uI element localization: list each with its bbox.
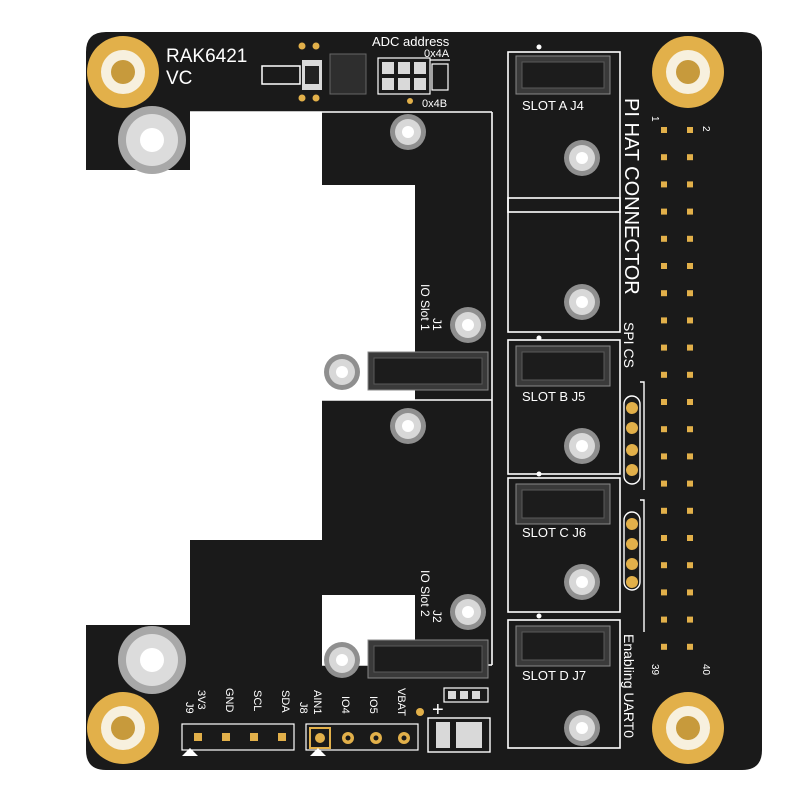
header-pin-pad — [687, 208, 693, 215]
adc-address-4b: 0x4B — [422, 98, 447, 110]
j8-pin-io5: IO5 — [367, 696, 379, 714]
header-pin-pad — [687, 507, 693, 514]
header-pin-39-label: 39 — [649, 664, 660, 676]
header-pin-pad — [661, 616, 667, 623]
header-pin-pad — [687, 344, 693, 351]
header-pin-pad — [687, 426, 693, 433]
small-standoffs — [324, 114, 600, 746]
slot-c-label: SLOT C J6 — [522, 525, 586, 540]
header-pin-pad — [687, 589, 693, 596]
adc-address-4a: 0x4A — [424, 48, 450, 60]
header-pin-2-label: 2 — [700, 126, 711, 132]
header-pin-pad — [687, 181, 693, 188]
header-pin-pad — [687, 643, 693, 650]
j9-ref-label: J9 — [183, 702, 195, 714]
j9-pin-3v3: 3V3 — [195, 690, 207, 710]
header-pin-pad — [661, 643, 667, 650]
header-pin-pad — [661, 290, 667, 297]
header-pin-pad — [661, 453, 667, 460]
header-pin-pad — [661, 562, 667, 569]
silkscreen-text: RAK6421 VC ADC address 0x4A 0x4B SLOT A … — [166, 34, 711, 738]
header-pin-pad — [687, 127, 693, 133]
header-pin-pad — [687, 290, 693, 297]
j8-pin-vbat: VBAT — [395, 688, 407, 716]
header-pin-pad — [687, 263, 693, 269]
header-pin-pad — [661, 208, 667, 215]
header-pin-pad — [687, 371, 693, 378]
header-pin-pad — [687, 235, 693, 242]
header-pin-pad — [661, 235, 667, 242]
header-pin-pad — [687, 453, 693, 460]
slot-b-connector — [515, 335, 611, 387]
board-subtitle: VC — [166, 68, 192, 89]
header-pin-pad — [661, 480, 667, 487]
j9-pin-sda: SDA — [279, 690, 291, 713]
header-pin-pad — [661, 399, 667, 405]
header-pin-pad — [661, 317, 667, 324]
j9-pin-scl: SCL — [251, 690, 263, 711]
header-pin-pad — [687, 616, 693, 623]
j8-ref-label: J8 — [297, 702, 309, 714]
header-pin-pad — [661, 507, 667, 514]
slot-d-label: SLOT D J7 — [522, 668, 586, 683]
header-pin-pad — [687, 562, 693, 569]
enabling-uart-label: Enabling UART0 — [621, 634, 637, 738]
header-pin-pad — [661, 426, 667, 433]
slot-b-label: SLOT B J5 — [522, 389, 585, 404]
slot-d-connector — [515, 613, 611, 667]
slot-c-connector — [515, 471, 611, 525]
header-pin-pad — [661, 371, 667, 378]
bottom-headers — [181, 687, 491, 756]
adc-components — [261, 42, 450, 104]
adc-address-label: ADC address — [372, 34, 450, 49]
header-pin-pad — [687, 480, 693, 487]
io-slot-2-ref: J2 — [430, 610, 444, 623]
header-pin-1-label: 1 — [649, 116, 660, 122]
io-slot-1-ref: J1 — [430, 318, 444, 331]
slot-a-connector — [515, 44, 611, 95]
pi-hat-connector-label: PI HAT CONNECTOR — [620, 98, 642, 295]
header-pin-pad — [687, 535, 693, 541]
header-pin-pad — [687, 154, 693, 161]
io-slot-2-label: IO Slot 2 — [418, 570, 432, 617]
header-pin-pad — [661, 589, 667, 596]
header-pin-pad — [687, 399, 693, 405]
header-pin-pad — [661, 154, 667, 161]
pi-hat-header-pads — [661, 127, 693, 650]
header-pin-pad — [687, 317, 693, 324]
large-standoffs — [118, 106, 186, 694]
header-pin-40-label: 40 — [700, 664, 711, 676]
mounting-holes — [87, 36, 724, 764]
header-pin-pad — [661, 181, 667, 188]
board-title: RAK6421 — [166, 46, 247, 67]
slot-a-label: SLOT A J4 — [522, 98, 584, 113]
j8-pin-io4: IO4 — [339, 696, 351, 714]
header-pin-pad — [661, 344, 667, 351]
j9-pin-gnd: GND — [223, 688, 235, 713]
io-slot-1-label: IO Slot 1 — [418, 284, 432, 331]
slot-connectors — [515, 44, 611, 667]
j8-pin-ain1: AIN1 — [311, 690, 323, 714]
battery-plus-sign: + — [432, 699, 444, 721]
spi-cs-jumper-pads — [623, 381, 645, 632]
header-pin-pad — [661, 263, 667, 269]
spi-cs-label: SPI CS — [621, 322, 637, 368]
io-slot-connectors — [367, 351, 489, 679]
header-pin-pad — [661, 535, 667, 541]
header-pin-pad — [661, 127, 667, 133]
